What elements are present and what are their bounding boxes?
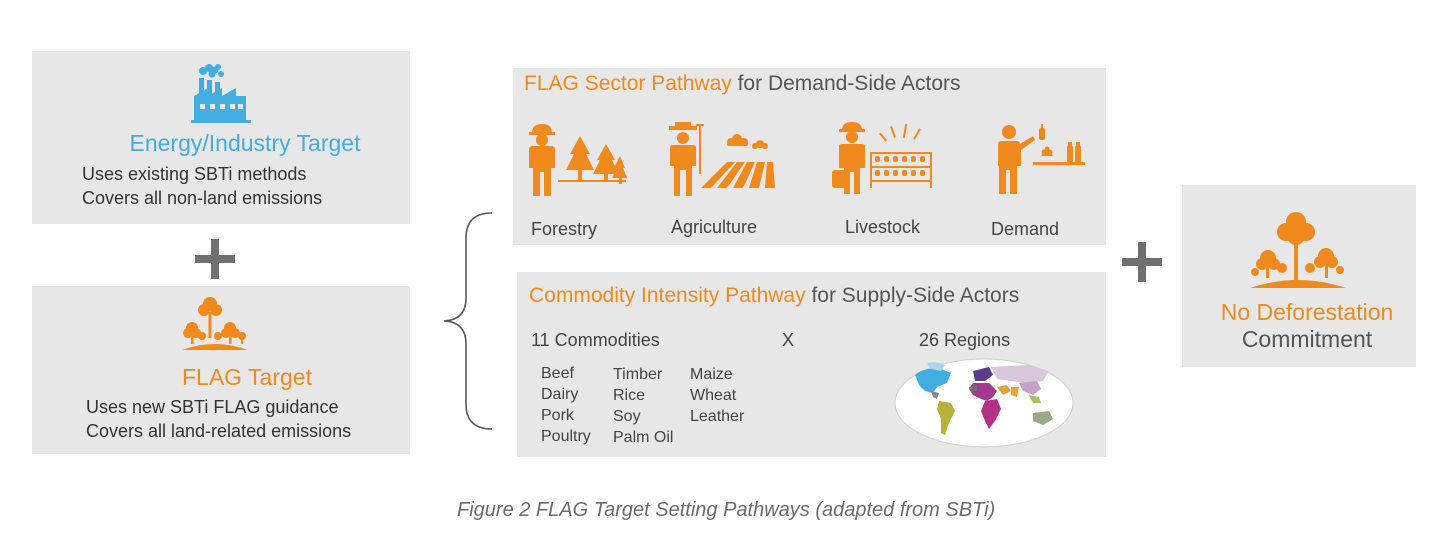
commodity-item: Pork — [541, 407, 574, 424]
no-deforestation-title: No Deforestation — [1220, 299, 1394, 325]
tree-cluster-icon — [180, 292, 250, 354]
sector-item-forestry: Forestry — [531, 219, 598, 239]
energy-line-1: Uses existing SBTi methods — [82, 164, 307, 184]
flag-title: FLAG Target — [182, 364, 312, 390]
commodity-item: Palm Oil — [613, 429, 674, 446]
commodity-title-highlight: Commodity Intensity Pathway — [529, 284, 806, 307]
curly-brace — [440, 210, 496, 432]
commodity-title: Commodity Intensity Pathway for Supply-S… — [529, 284, 1019, 308]
flag-line-1: Uses new SBTi FLAG guidance — [86, 397, 339, 417]
factory-icon — [190, 62, 252, 124]
energy-industry-box — [32, 51, 410, 224]
consumer-icon — [995, 122, 1087, 198]
sector-title-highlight: FLAG Sector Pathway — [524, 72, 732, 95]
commodity-item: Beef — [541, 365, 574, 382]
commodity-item: Dairy — [541, 386, 579, 403]
commodity-column-2: Timber Rice Soy Palm Oil — [613, 364, 673, 448]
commodity-item: Timber — [613, 366, 663, 383]
figure-caption: Figure 2 FLAG Target Setting Pathways (a… — [457, 499, 996, 521]
commodity-column-3: Maize Wheat Leather — [690, 364, 744, 427]
flag-line-2: Covers all land-related emissions — [86, 421, 352, 441]
energy-line-2: Covers all non-land emissions — [82, 188, 323, 208]
sector-title: FLAG Sector Pathway for Demand-Side Acto… — [524, 72, 961, 96]
flag-target-box — [32, 286, 410, 454]
commodity-item: Soy — [613, 408, 641, 425]
no-deforestation-tree-icon — [1250, 206, 1346, 292]
commodity-item: Rice — [613, 387, 646, 404]
sector-item-demand: Demand — [991, 219, 1060, 239]
commodity-item: Maize — [690, 366, 733, 383]
times-sign: X — [782, 330, 795, 350]
sector-item-agriculture: Agriculture — [671, 217, 758, 237]
commodity-item: Poultry — [541, 428, 591, 445]
sector-item-livestock: Livestock — [845, 217, 921, 237]
commitment-label: Commitment — [1241, 326, 1373, 352]
farmer-icon — [665, 122, 777, 198]
commodity-item: Leather — [690, 408, 745, 425]
energy-title: Energy/Industry Target — [129, 130, 361, 156]
sector-title-rest: for Demand-Side Actors — [731, 72, 961, 95]
commodity-column-1: Beef Dairy Pork Poultry — [541, 363, 591, 447]
commodity-title-rest: for Supply-Side Actors — [805, 284, 1020, 307]
forester-icon — [526, 122, 628, 198]
commodity-item: Wheat — [690, 387, 737, 404]
livestock-farmer-icon — [832, 122, 944, 198]
regions-label: 26 Regions — [919, 330, 1011, 350]
commodities-label: 11 Commodities — [531, 330, 660, 350]
world-map-icon — [893, 357, 1075, 449]
